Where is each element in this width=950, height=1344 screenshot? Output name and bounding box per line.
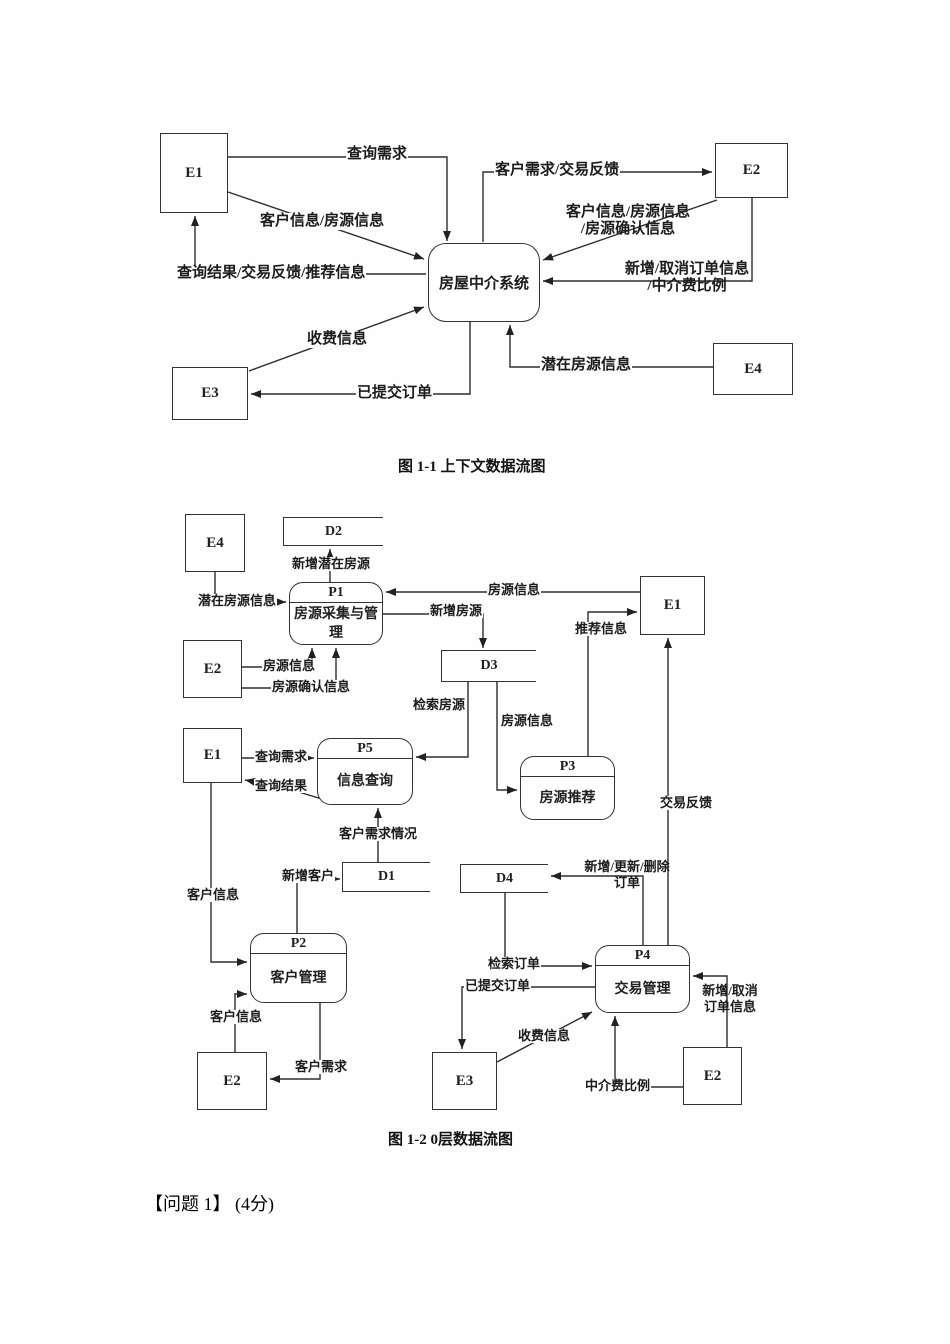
d1-label-cust-house-confirm-line2: /房源确认信息	[580, 221, 676, 237]
d1-label-cust-house-confirm: 客户信息/房源信息 /房源确认信息	[552, 204, 704, 238]
d2-label-customer-info-from-e1: 客户信息	[186, 887, 241, 902]
d2-process-p2: P2 客户管理	[250, 933, 347, 1003]
d2-entity-e1-right: E1	[640, 576, 705, 635]
d2-label-order-crud-line1: 新增/更新/删除	[584, 859, 670, 874]
d2-label-search-order: 检索订单	[487, 956, 542, 971]
d2-label-house-info-to-p3: 房源信息	[500, 713, 555, 728]
d2-label-order-addcancel-line2: 订单信息	[703, 999, 756, 1014]
d2-label-new-house: 新增房源	[429, 603, 484, 618]
d2-label-order-addcancel-line1: 新增/取消	[702, 983, 758, 998]
d2-label-query-result: 查询结果	[254, 778, 309, 793]
d2-store-d2: D2	[283, 517, 383, 546]
d2-label-query-request: 查询需求	[254, 749, 309, 764]
d2-process-p5: P5 信息查询	[317, 738, 413, 805]
d2-label-agency-fee-rate: 中介费比例	[584, 1078, 652, 1093]
d1-label-cust-house-confirm-line1: 客户信息/房源信息	[565, 204, 691, 220]
d2-label-house-info-from-e2: 房源信息	[262, 658, 317, 673]
d1-label-query-request: 查询需求	[346, 146, 409, 163]
d1-label-submitted-order: 已提交订单	[356, 385, 434, 402]
d2-label-customer-demand-status: 客户需求情况	[338, 826, 419, 841]
d2-entity-e2-top: E2	[183, 640, 242, 698]
d1-label-demand-feedback: 客户需求/交易反馈	[494, 162, 621, 179]
d2-store-d4: D4	[460, 864, 548, 893]
d2-label-new-potential-house: 新增潜在房源	[291, 556, 372, 571]
d1-label-order-addcancel-line1: 新增/取消订单信息	[624, 261, 750, 277]
d1-label-result-feedback-recommend: 查询结果/交易反馈/推荐信息	[176, 265, 367, 282]
d1-entity-e1: E1	[160, 133, 228, 213]
d2-label-house-confirm-info: 房源确认信息	[271, 679, 352, 694]
d2-label-order-addcancel: 新增/取消 订单信息	[697, 983, 763, 1015]
d2-label-potential-house-info: 潜在房源信息	[197, 593, 278, 608]
d2-process-p1: P1 房源采集与管理	[289, 582, 383, 645]
d2-store-d1: D1	[342, 862, 430, 892]
d2-process-p2-id: P2	[251, 934, 346, 954]
d2-label-search-house: 检索房源	[412, 697, 467, 712]
d1-entity-e3: E3	[172, 367, 248, 420]
d2-entity-e2-bottom-left: E2	[197, 1052, 267, 1110]
d2-store-d3: D3	[441, 650, 536, 682]
d2-label-order-crud-line2: 订单	[613, 875, 640, 890]
flow-d2-customer-info-from-e1	[210, 783, 247, 966]
d2-label-customer-demand: 客户需求	[294, 1059, 349, 1074]
d2-process-p5-id: P5	[318, 739, 412, 759]
flow-d2-agency-fee-rate	[611, 1016, 683, 1088]
d1-caption: 图 1-1 上下文数据流图	[398, 459, 546, 475]
d2-process-p4-id: P4	[596, 946, 689, 966]
flow-d2-new-house	[383, 613, 487, 648]
flow-d2-new-customer	[296, 875, 340, 933]
d2-label-transaction-feedback: 交易反馈	[659, 795, 714, 810]
d1-entity-e4: E4	[713, 343, 793, 395]
d2-process-p1-id: P1	[290, 583, 382, 603]
d2-process-p4: P4 交易管理	[595, 945, 690, 1013]
d2-entity-e2-bottom-right: E2	[683, 1047, 742, 1105]
d2-label-new-customer: 新增客户	[281, 868, 336, 883]
d2-label-fee-info: 收费信息	[517, 1028, 572, 1043]
d2-process-p5-name: 信息查询	[337, 774, 393, 789]
d2-label-customer-info-from-e2: 客户信息	[209, 1009, 264, 1024]
d2-process-p3-name: 房源推荐	[539, 790, 596, 806]
flow-d2-search-house	[416, 682, 469, 761]
d2-label-house-info-to-p1: 房源信息	[487, 582, 542, 597]
flow-d2-house-info-to-p3	[496, 682, 517, 794]
d2-process-p1-name: 房源采集与管理	[294, 606, 378, 641]
d1-system-process: 房屋中介系统	[428, 243, 540, 322]
d2-process-p3-id: P3	[521, 757, 614, 777]
d2-label-submitted-order: 已提交订单	[464, 978, 532, 993]
d2-entity-e4: E4	[185, 514, 245, 572]
d2-entity-e1-left: E1	[183, 728, 242, 783]
d2-label-order-crud: 新增/更新/删除 订单	[580, 859, 674, 891]
d2-process-p4-name: 交易管理	[614, 981, 671, 997]
d2-process-p2-name: 客户管理	[270, 970, 327, 986]
d1-label-potential-house-info: 潜在房源信息	[540, 357, 633, 374]
d2-caption: 图 1-2 0层数据流图	[388, 1132, 513, 1148]
d1-label-order-addcancel-line2: /中介费比例	[647, 278, 727, 294]
d2-entity-e3: E3	[432, 1052, 497, 1110]
d1-label-fee-info: 收费信息	[306, 331, 369, 348]
d1-entity-e2: E2	[715, 143, 788, 198]
d1-label-order-addcancel: 新增/取消订单信息 /中介费比例	[612, 261, 762, 295]
d2-label-recommend-info: 推荐信息	[574, 621, 629, 636]
d1-label-customer-house-info: 客户信息/房源信息	[259, 213, 386, 230]
d2-process-p3: P3 房源推荐	[520, 756, 615, 820]
problem-heading: 【问题 1】 (4分)	[145, 1194, 274, 1214]
